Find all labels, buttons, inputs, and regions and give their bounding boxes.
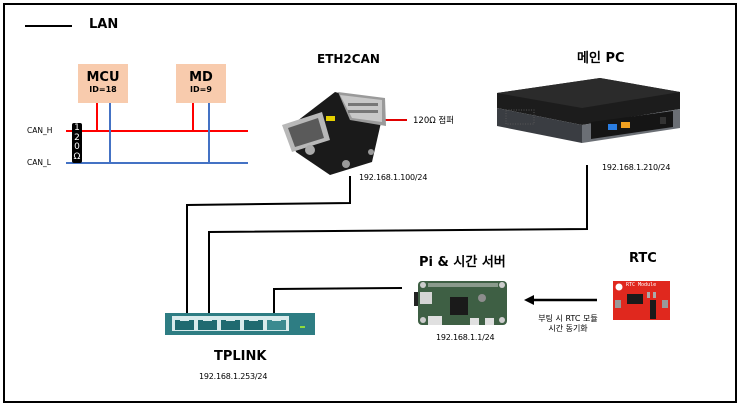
node-name: MCU (86, 70, 120, 85)
resistor-char: 1 (74, 123, 80, 133)
legend-lan-label: LAN (89, 17, 119, 32)
can-high-label: CAN_H (27, 126, 53, 135)
pi-image (414, 281, 507, 325)
sync-caption-line1: 부팅 시 RTC 모듈 (538, 314, 598, 323)
switch-ip: 192.168.1.253/24 (199, 372, 268, 381)
switch-image (165, 313, 315, 335)
can-low-label: CAN_L (27, 158, 51, 167)
eth2can-image (282, 92, 386, 175)
node-name: MD (189, 70, 213, 85)
pi-title: Pi & 시간 서버 (419, 255, 506, 270)
sync-caption: 부팅 시 RTC 모듈 시간 동기화 (527, 314, 609, 334)
sync-caption-line2: 시간 동기화 (548, 324, 588, 333)
eth2can-title: ETH2CAN (317, 52, 380, 66)
can-node-md: MD ID=9 (176, 64, 226, 103)
terminator-resistor: 1 2 0 Ω (72, 123, 82, 163)
resistor-char: Ω (73, 151, 81, 162)
lan-pi-switch (273, 287, 403, 316)
lan-pc-switch (208, 165, 588, 316)
main-pc-image (497, 78, 680, 143)
resistor-char: 0 (74, 142, 80, 152)
jumper-label: 120Ω 점퍼 (413, 116, 455, 126)
rtc-board-text: RTC Module (626, 282, 657, 288)
switch-title: TPLINK (214, 349, 267, 364)
pi-ip: 192.168.1.1/24 (436, 333, 495, 342)
can-node-mcu: MCU ID=18 (78, 64, 128, 103)
main-pc-title: 메인 PC (577, 51, 625, 66)
node-id: ID=9 (190, 85, 212, 94)
resistor-char: 2 (74, 132, 80, 143)
node-id: ID=18 (89, 85, 117, 94)
sync-arrow-head (524, 295, 534, 305)
rtc-title: RTC (629, 251, 657, 266)
main-pc-ip: 192.168.1.210/24 (602, 163, 671, 172)
rtc-image (613, 281, 670, 320)
lan-eth2can-switch (186, 176, 351, 316)
eth2can-ip: 192.168.1.100/24 (359, 173, 428, 182)
